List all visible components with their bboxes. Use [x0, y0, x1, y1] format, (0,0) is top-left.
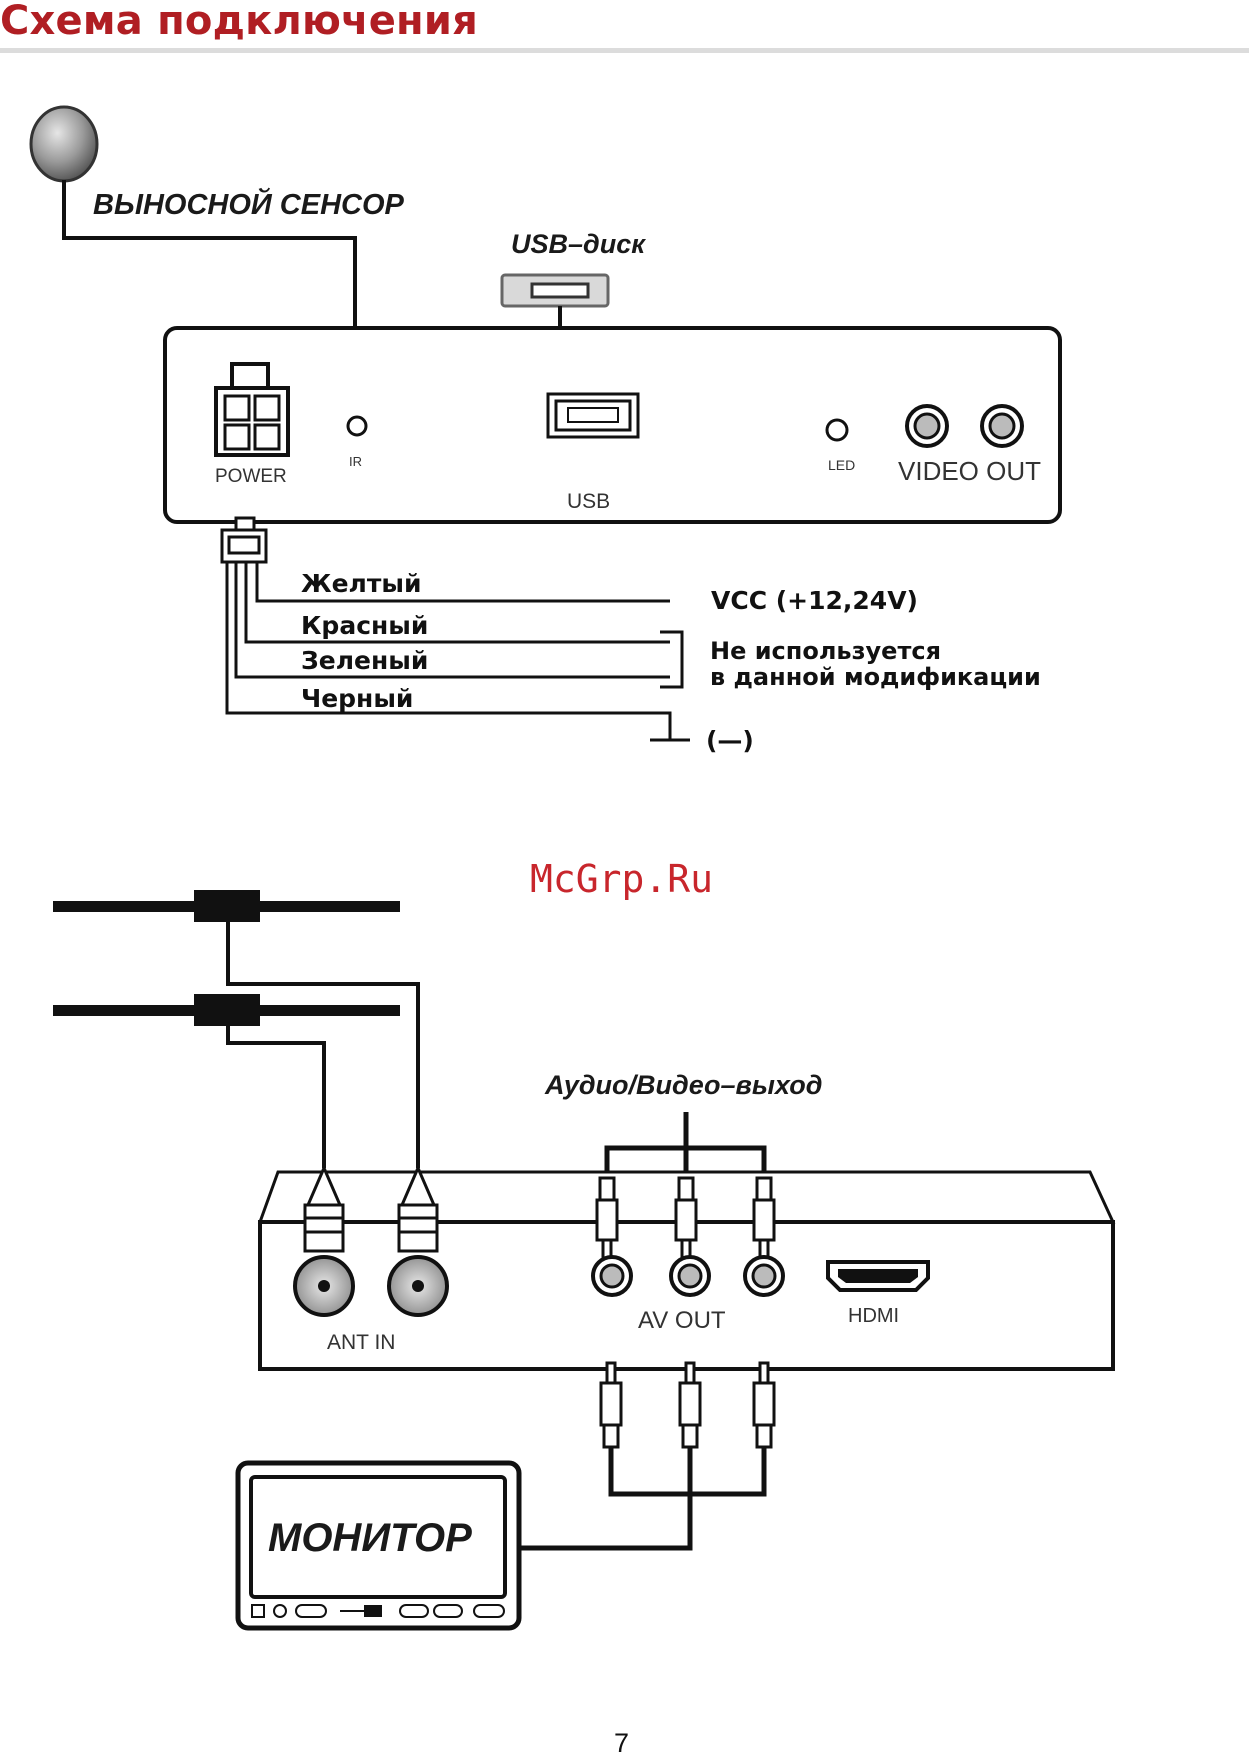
ground-label: (—) — [706, 726, 754, 755]
power-harness-connector-icon — [220, 516, 268, 564]
video-out-jack-1-icon — [905, 404, 949, 448]
antenna-1-cable — [226, 922, 420, 1168]
usb-disk-icon — [500, 273, 610, 308]
usb-label: USB — [567, 490, 610, 513]
page-title: Схема подключения — [0, 0, 478, 44]
wire-black-label: Черный — [301, 684, 413, 713]
ir-port-icon — [346, 415, 368, 437]
diagram-power-usb: ВЫНОСНОЙ СЕНСОР USB–диск POWER IR — [29, 105, 1062, 755]
ant-plug-1-icon — [303, 1164, 345, 1253]
av-out-title: Аудио/Видео–выход — [544, 1070, 822, 1100]
av-plug-bottom-2-icon — [678, 1361, 702, 1449]
ant-in-jack-2-icon — [387, 1255, 449, 1317]
av-out-jack-1-icon — [591, 1255, 633, 1297]
av-plug-bottom-1-icon — [599, 1361, 623, 1449]
ant-in-label: ANT IN — [327, 1331, 395, 1354]
video-out-label: VIDEO OUT — [898, 456, 1041, 486]
av-out-jack-3-icon — [743, 1255, 785, 1297]
power-label: POWER — [215, 466, 287, 487]
av-out-label: AV OUT — [638, 1307, 726, 1334]
led-label: LED — [828, 457, 855, 473]
page-number: 7 — [614, 1728, 629, 1756]
usb-disk-label: USB–диск — [511, 229, 646, 259]
ir-label: IR — [349, 454, 362, 469]
av-out-jack-2-icon — [669, 1255, 711, 1297]
hdmi-label: HDMI — [848, 1305, 899, 1327]
diagram-antenna-av: Аудио/Видео–выход ANT IN — [53, 890, 1116, 1631]
wire-red — [244, 562, 670, 644]
monitor-label: МОНИТОР — [268, 1516, 472, 1560]
wire-yellow — [255, 562, 670, 603]
usb-port-icon — [546, 392, 640, 439]
ant-plug-2-icon — [397, 1164, 439, 1253]
remote-sensor-icon — [29, 105, 99, 183]
av-out-cable-top — [604, 1112, 767, 1178]
antenna-1-icon — [53, 890, 400, 922]
title-rule — [0, 48, 1249, 53]
vcc-label: VCC (+12,24V) — [711, 586, 918, 615]
wire-black — [225, 562, 672, 740]
unused-label-line2: в данной модификации — [710, 663, 1041, 691]
av-plug-top-1-icon — [595, 1176, 619, 1260]
av-plug-top-2-icon — [674, 1176, 698, 1260]
wire-yellow-label: Желтый — [301, 569, 421, 598]
watermark: McGrp.Ru — [530, 857, 713, 901]
wire-red-label: Красный — [301, 611, 428, 640]
sensor-label: ВЫНОСНОЙ СЕНСОР — [93, 186, 405, 221]
unused-label-line1: Не используется — [710, 637, 941, 665]
antenna-2-icon — [53, 994, 400, 1026]
antenna-2-cable — [226, 1026, 326, 1168]
led-icon — [825, 418, 849, 442]
av-plug-top-3-icon — [752, 1176, 776, 1260]
hdmi-port-inner — [838, 1269, 918, 1283]
av-plug-bottom-3-icon — [752, 1361, 776, 1449]
ant-in-jack-1-icon — [293, 1255, 355, 1317]
wire-green — [234, 562, 670, 679]
power-connector-icon — [214, 362, 290, 457]
monitor-icon — [235, 1460, 522, 1631]
unused-bracket — [660, 630, 684, 689]
video-out-jack-2-icon — [980, 404, 1024, 448]
av-out-cable-bottom — [519, 1447, 767, 1551]
wire-green-label: Зеленый — [301, 646, 428, 675]
